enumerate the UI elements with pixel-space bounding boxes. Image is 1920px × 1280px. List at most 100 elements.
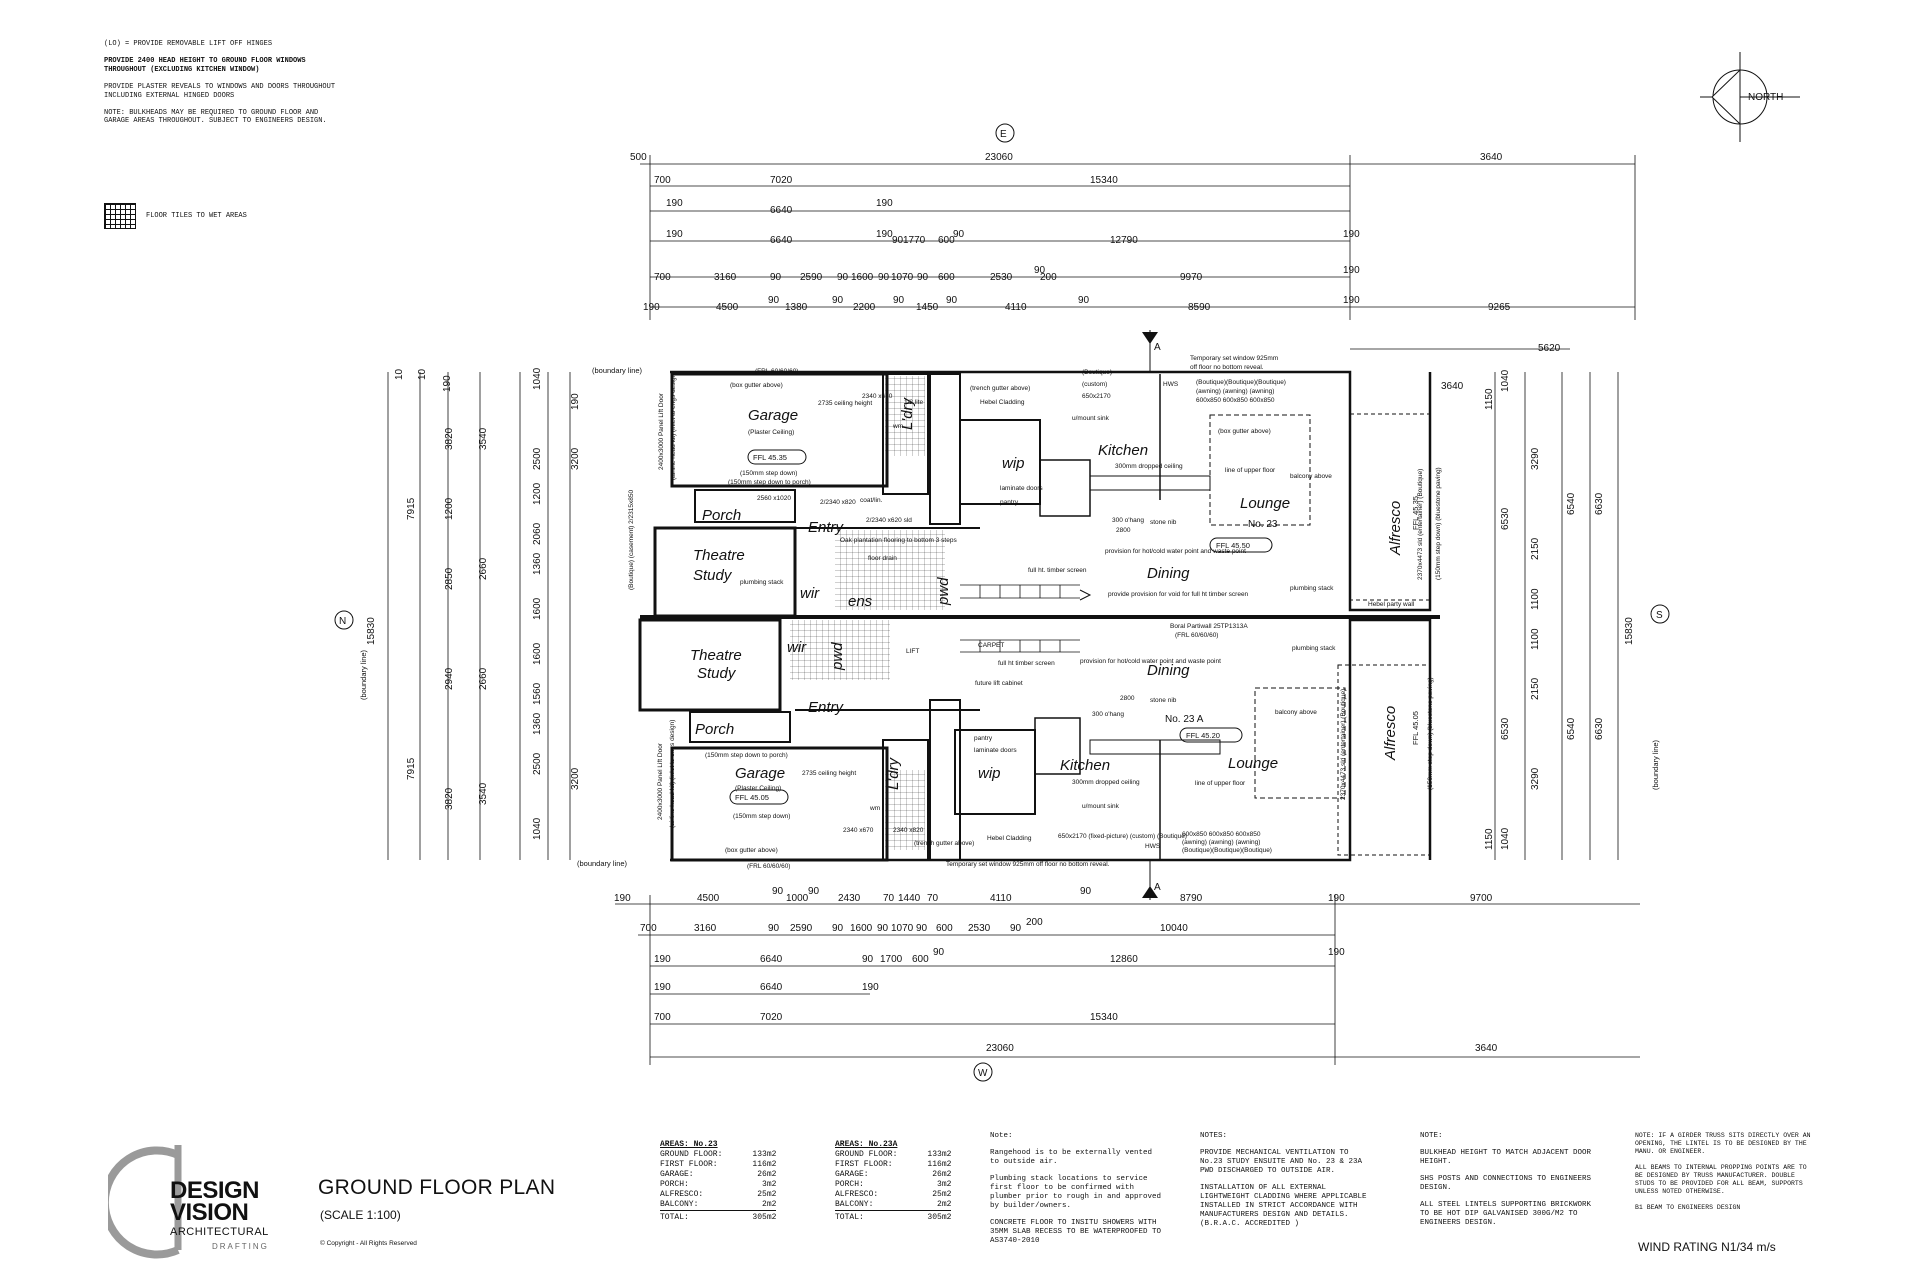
svg-text:2370x4473 sld (entertainer) (B: 2370x4473 sld (entertainer) (Boutique) [1340,689,1347,800]
svg-text:plumbing stack: plumbing stack [1290,585,1334,592]
note-bulkheads: NOTE: BULKHEADS MAY BE REQUIRED TO GROUN… [104,109,327,126]
ffl-alfresco-23a: FFL 45.05 [1411,711,1420,745]
svg-text:600x850 600x850 600x850: 600x850 600x850 600x850 [1196,397,1275,404]
table-row: BALCONY:2m2 [835,1200,952,1209]
svg-text:1150: 1150 [1484,828,1495,850]
ffl-alfresco-23: FFL 45.35 [1411,496,1420,530]
elevation-marker-s [1650,604,1670,624]
svg-text:4500: 4500 [716,302,739,313]
svg-text:15340: 15340 [1090,1012,1118,1023]
svg-text:1000: 1000 [786,893,809,904]
side-dimension-lines [387,372,1619,860]
room-ldry-23: L'dry [899,396,916,430]
table-row: ALFRESCO:25m2 [835,1190,952,1199]
svg-text:(Plaster Ceiling): (Plaster Ceiling) [735,785,781,792]
svg-text:190: 190 [1328,893,1345,904]
svg-text:7020: 7020 [770,175,793,186]
svg-text:23060: 23060 [985,152,1013,163]
marker-e-label: E [1000,129,1007,140]
marker-s-label: S [1656,610,1663,621]
svg-text:190: 190 [1343,265,1360,276]
north-label: NORTH [1748,92,1783,103]
svg-text:70: 70 [883,893,895,904]
svg-text:190: 190 [614,893,631,904]
table-row: GROUND FLOOR:133m2 [835,1150,952,1159]
svg-text:2660: 2660 [478,667,489,690]
svg-text:90: 90 [1034,265,1046,276]
svg-text:190: 190 [876,229,893,240]
side-dimension-text: 10 10 190 3820 3540 1040 190 2500 3200 7… [366,367,1635,850]
svg-text:(awning) (awning) (awning): (awning) (awning) (awning) [1196,388,1274,395]
svg-text:600: 600 [936,923,953,934]
svg-text:full ht timber screen: full ht timber screen [998,660,1055,667]
top-dimension-lines [640,155,1636,350]
svg-text:190: 190 [570,393,581,410]
svg-text:1040: 1040 [532,367,543,390]
svg-text:700: 700 [640,923,657,934]
unit-23a-annotations: (FRL 60/60/60) (box gutter above) (Plast… [657,623,1434,870]
boundary-line-left: (boundary line) [359,649,368,700]
svg-text:200: 200 [1026,917,1043,928]
tiled-wet-area-ldry-23a [885,770,925,850]
svg-text:4110: 4110 [990,893,1012,904]
svg-text:190: 190 [442,375,453,392]
bottom-dimension-text: 190 4500 90 1000 90 2430 70 1440 70 4110… [614,886,1498,1054]
general-notes: (LO) = PROVIDE REMOVABLE LIFT OFF HINGES… [104,40,344,135]
room-study-23: Study [693,567,733,584]
table-row: PORCH:3m2 [835,1180,952,1189]
svg-text:3200: 3200 [570,447,581,470]
svg-text:1600: 1600 [851,272,874,283]
svg-text:(Boutique)(Boutique)(Boutique): (Boutique)(Boutique)(Boutique) [1196,379,1286,386]
svg-text:90: 90 [770,272,782,283]
top-dimension-text: 500 23060 3640 700 7020 15340 190 6640 1… [630,152,1561,392]
room-lounge-23a: Lounge [1228,755,1278,772]
svg-text:600x850 600x850 600x850: 600x850 600x850 600x850 [1182,831,1261,838]
svg-text:(FRL 60/60/60): (FRL 60/60/60) [755,368,798,375]
ffl-garage-23: FFL 45.35 [753,453,787,462]
svg-text:700: 700 [654,272,671,283]
floor-tile-legend-label: FLOOR TILES TO WET AREAS [146,212,247,220]
note-block-rangehood: Note: Rangehood is to be externally vent… [990,1132,1162,1245]
svg-text:CARPET: CARPET [978,642,1004,649]
svg-text:12790: 12790 [1110,235,1138,246]
svg-text:2800: 2800 [1120,695,1135,702]
svg-text:3160: 3160 [694,923,717,934]
logo-text-architectural: ARCHITECTURAL [170,1226,269,1238]
ffl-lounge-23a-badge [1179,727,1243,743]
table-row: GARAGE:26m2 [835,1170,952,1179]
svg-text:700: 700 [654,1012,671,1023]
svg-text:(150mm step down) (bluestone p: (150mm step down) (bluestone paving) [1435,467,1442,580]
svg-text:4500: 4500 [697,893,720,904]
svg-text:6640: 6640 [770,235,793,246]
svg-text:(airline head kit) (inlet to e: (airline head kit) (inlet to engs design… [670,372,677,480]
svg-text:(Boutique) (casement) 2/2315x8: (Boutique) (casement) 2/2315x850 [628,490,635,590]
svg-text:650x2170 (fixed-picture) (cust: 650x2170 (fixed-picture) (custom) (Bouti… [1058,833,1187,840]
svg-text:1070: 1070 [891,272,914,283]
room-wir-23a: wir [787,639,807,656]
svg-text:6540: 6540 [1566,492,1577,515]
unit-23-number: No. 23 [1248,519,1278,530]
areas-table-23a: AREAS: No.23A GROUND FLOOR:133m2 FIRST F… [835,1140,952,1223]
svg-text:90: 90 [808,886,820,897]
svg-text:2340 x670: 2340 x670 [862,393,893,400]
drawing-scale: (SCALE 1:100) [320,1208,401,1222]
unit-23-annotations: (FRL 60/60/60) (box gutter above) (Plast… [628,355,1442,608]
svg-text:90: 90 [933,947,945,958]
svg-text:600: 600 [938,235,955,246]
svg-text:1/2 lite: 1/2 lite [904,399,924,406]
svg-text:10: 10 [394,368,405,380]
svg-text:wm: wm [892,423,903,430]
tiled-wet-area-pwd [790,620,890,680]
table-row: FIRST FLOOR:116m2 [835,1160,952,1169]
bottom-dimension-lines [615,895,1640,1065]
svg-text:2850: 2850 [444,567,455,590]
svg-text:6640: 6640 [760,982,783,993]
svg-text:6630: 6630 [1594,492,1605,515]
svg-text:Oak plantation flooring to bot: Oak plantation flooring to bottom 3 step… [840,537,957,544]
logo-text-design: DESIGN VISION [170,1177,260,1226]
svg-text:12860: 12860 [1110,954,1138,965]
svg-text:2590: 2590 [800,272,823,283]
svg-text:(airline head kit) (inlet to e: (airline head kit) (inlet to engs design… [669,720,676,828]
svg-text:90: 90 [832,923,844,934]
elevation-marker-e [995,123,1015,143]
